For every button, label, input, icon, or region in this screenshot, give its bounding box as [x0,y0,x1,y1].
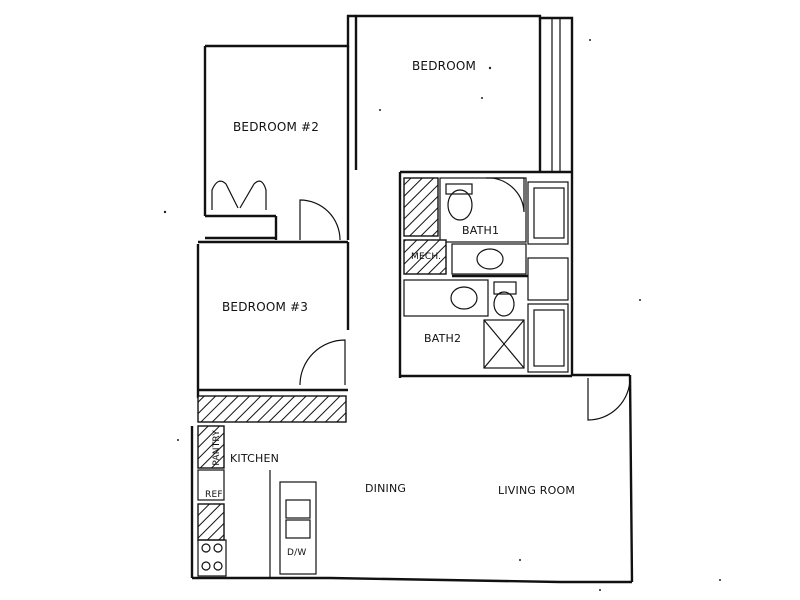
entry-door-swing [587,377,631,421]
label-bedroom-3: BEDROOM #3 [222,300,309,314]
label-bath1: BATH1 [462,224,500,237]
exterior-walls [190,14,634,584]
label-pantry: PANTRY [212,430,222,466]
hatched-wall [197,395,347,423]
label-bath2: BATH2 [424,332,462,345]
bath2-fixtures [400,257,572,378]
label-living-room: LIVING ROOM [498,484,576,497]
scan-specks [163,39,721,591]
bedroom-2-3-walls [198,46,350,392]
label-mech: MECH. [411,252,442,262]
bath1-fixtures [403,177,569,275]
label-dishwasher: D/W [287,548,307,558]
label-kitchen: KITCHEN [230,452,280,465]
bedroom-walls [354,16,572,378]
kitchen-fixtures [197,425,317,578]
label-dining: DINING [365,482,407,495]
label-bedroom: BEDROOM [412,59,477,73]
label-bedroom-2: BEDROOM #2 [233,120,320,134]
label-ref: REF [205,490,223,500]
